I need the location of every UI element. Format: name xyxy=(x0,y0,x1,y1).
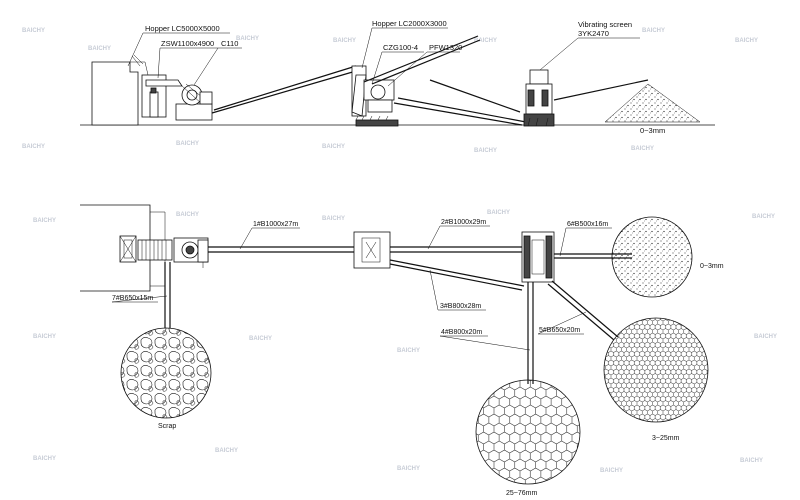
label-impact-crusher: PFW1320 xyxy=(429,43,462,52)
plan-view: 1#B1000x27m 2#B1000x29m 3#B800x28m 4#B80… xyxy=(80,204,724,497)
svg-text:BAICHY: BAICHY xyxy=(88,46,111,52)
svg-text:BAICHY: BAICHY xyxy=(752,214,775,220)
label-hopper-1: Hopper LC5000X5000 xyxy=(145,24,220,33)
svg-text:BAICHY: BAICHY xyxy=(33,456,56,462)
label-belt-1: 1#B1000x27m xyxy=(253,221,298,228)
label-jaw-crusher: C110 xyxy=(221,39,238,48)
svg-text:BAICHY: BAICHY xyxy=(236,36,259,42)
label-screen-model: 3YK2470 xyxy=(578,29,609,38)
svg-text:BAICHY: BAICHY xyxy=(397,466,420,472)
plan-secondary-station xyxy=(353,231,391,269)
plan-vibrating-screen xyxy=(521,231,555,283)
plan-primary-hopper xyxy=(80,204,166,292)
svg-text:BAICHY: BAICHY xyxy=(249,336,272,342)
label-belt-3: 3#B800x28m xyxy=(440,303,481,310)
plan-belt-labels: 1#B1000x27m 2#B1000x29m 3#B800x28m 4#B80… xyxy=(111,219,612,351)
svg-text:BAICHY: BAICHY xyxy=(642,28,665,34)
coarse-stockpile xyxy=(475,379,581,485)
label-belt-4: 4#B800x20m xyxy=(441,329,482,336)
svg-text:BAICHY: BAICHY xyxy=(740,458,763,464)
belt-return-to-cone-edge xyxy=(371,39,481,85)
label-medium: 3~25mm xyxy=(652,435,680,442)
label-belt-5: 5#B650x20m xyxy=(539,327,580,334)
belt-5-edge xyxy=(551,280,619,338)
svg-text:BAICHY: BAICHY xyxy=(600,468,623,474)
watermark-layer: BAICHY BAICHY BAICHY BAICHY BAICHY BAICH… xyxy=(22,28,777,474)
svg-text:BAICHY: BAICHY xyxy=(474,148,497,154)
label-cone-crusher: CZG100-4 xyxy=(383,43,418,52)
svg-text:BAICHY: BAICHY xyxy=(22,144,45,150)
svg-text:BAICHY: BAICHY xyxy=(322,144,345,150)
label-scrap: Scrap xyxy=(158,423,176,430)
belt-3-edge xyxy=(389,263,523,291)
svg-text:BAICHY: BAICHY xyxy=(631,146,654,152)
label-coarse: 25~76mm xyxy=(506,490,537,497)
vibrating-screen-unit xyxy=(523,69,555,127)
belt-cone-to-screen-edge xyxy=(393,102,523,126)
svg-text:BAICHY: BAICHY xyxy=(735,38,758,44)
svg-text:BAICHY: BAICHY xyxy=(176,212,199,218)
svg-text:BAICHY: BAICHY xyxy=(397,348,420,354)
label-screen-title: Vibrating screen xyxy=(578,20,632,29)
svg-text:BAICHY: BAICHY xyxy=(33,218,56,224)
feeder-and-jaw-crusher xyxy=(145,79,213,121)
belt-fine-product xyxy=(553,79,649,101)
svg-text:BAICHY: BAICHY xyxy=(176,141,199,147)
label-fine-output: 0~3mm xyxy=(640,126,665,135)
svg-text:BAICHY: BAICHY xyxy=(474,38,497,44)
fine-stockpile-plan xyxy=(611,216,693,298)
svg-text:BAICHY: BAICHY xyxy=(322,216,345,222)
label-belt-7: 7#B650x15m xyxy=(112,295,153,302)
scrap-stockpile xyxy=(120,327,212,419)
label-belt-6: 6#B500x16m xyxy=(567,221,608,228)
svg-text:BAICHY: BAICHY xyxy=(33,334,56,340)
belt-cone-to-screen xyxy=(397,97,527,123)
side-view: Hopper LC5000X5000 ZSW1100x4900 C110 Hop… xyxy=(80,19,715,135)
side-view-labels: Hopper LC5000X5000 ZSW1100x4900 C110 Hop… xyxy=(127,19,665,135)
primary-hopper xyxy=(91,54,167,126)
belt-primary-to-cone-edge xyxy=(211,70,357,114)
plan-feeder-and-jaw xyxy=(137,237,209,268)
belt-return-to-cone xyxy=(363,35,479,83)
medium-stockpile xyxy=(603,317,709,423)
label-fine: 0~3mm xyxy=(700,263,724,270)
belt-3 xyxy=(389,259,525,287)
belt-screen-return xyxy=(429,79,521,113)
svg-text:BAICHY: BAICHY xyxy=(487,210,510,216)
svg-text:BAICHY: BAICHY xyxy=(754,334,777,340)
label-belt-2: 2#B1000x29m xyxy=(441,219,486,226)
label-hopper-2: Hopper LC2000X3000 xyxy=(372,19,447,28)
svg-text:BAICHY: BAICHY xyxy=(22,28,45,34)
secondary-crusher-station xyxy=(351,65,399,127)
belt-primary-to-cone xyxy=(213,65,357,111)
belt-5 xyxy=(547,283,615,341)
svg-text:BAICHY: BAICHY xyxy=(333,38,356,44)
svg-text:BAICHY: BAICHY xyxy=(215,448,238,454)
label-feeder: ZSW1100x4900 xyxy=(161,39,214,48)
